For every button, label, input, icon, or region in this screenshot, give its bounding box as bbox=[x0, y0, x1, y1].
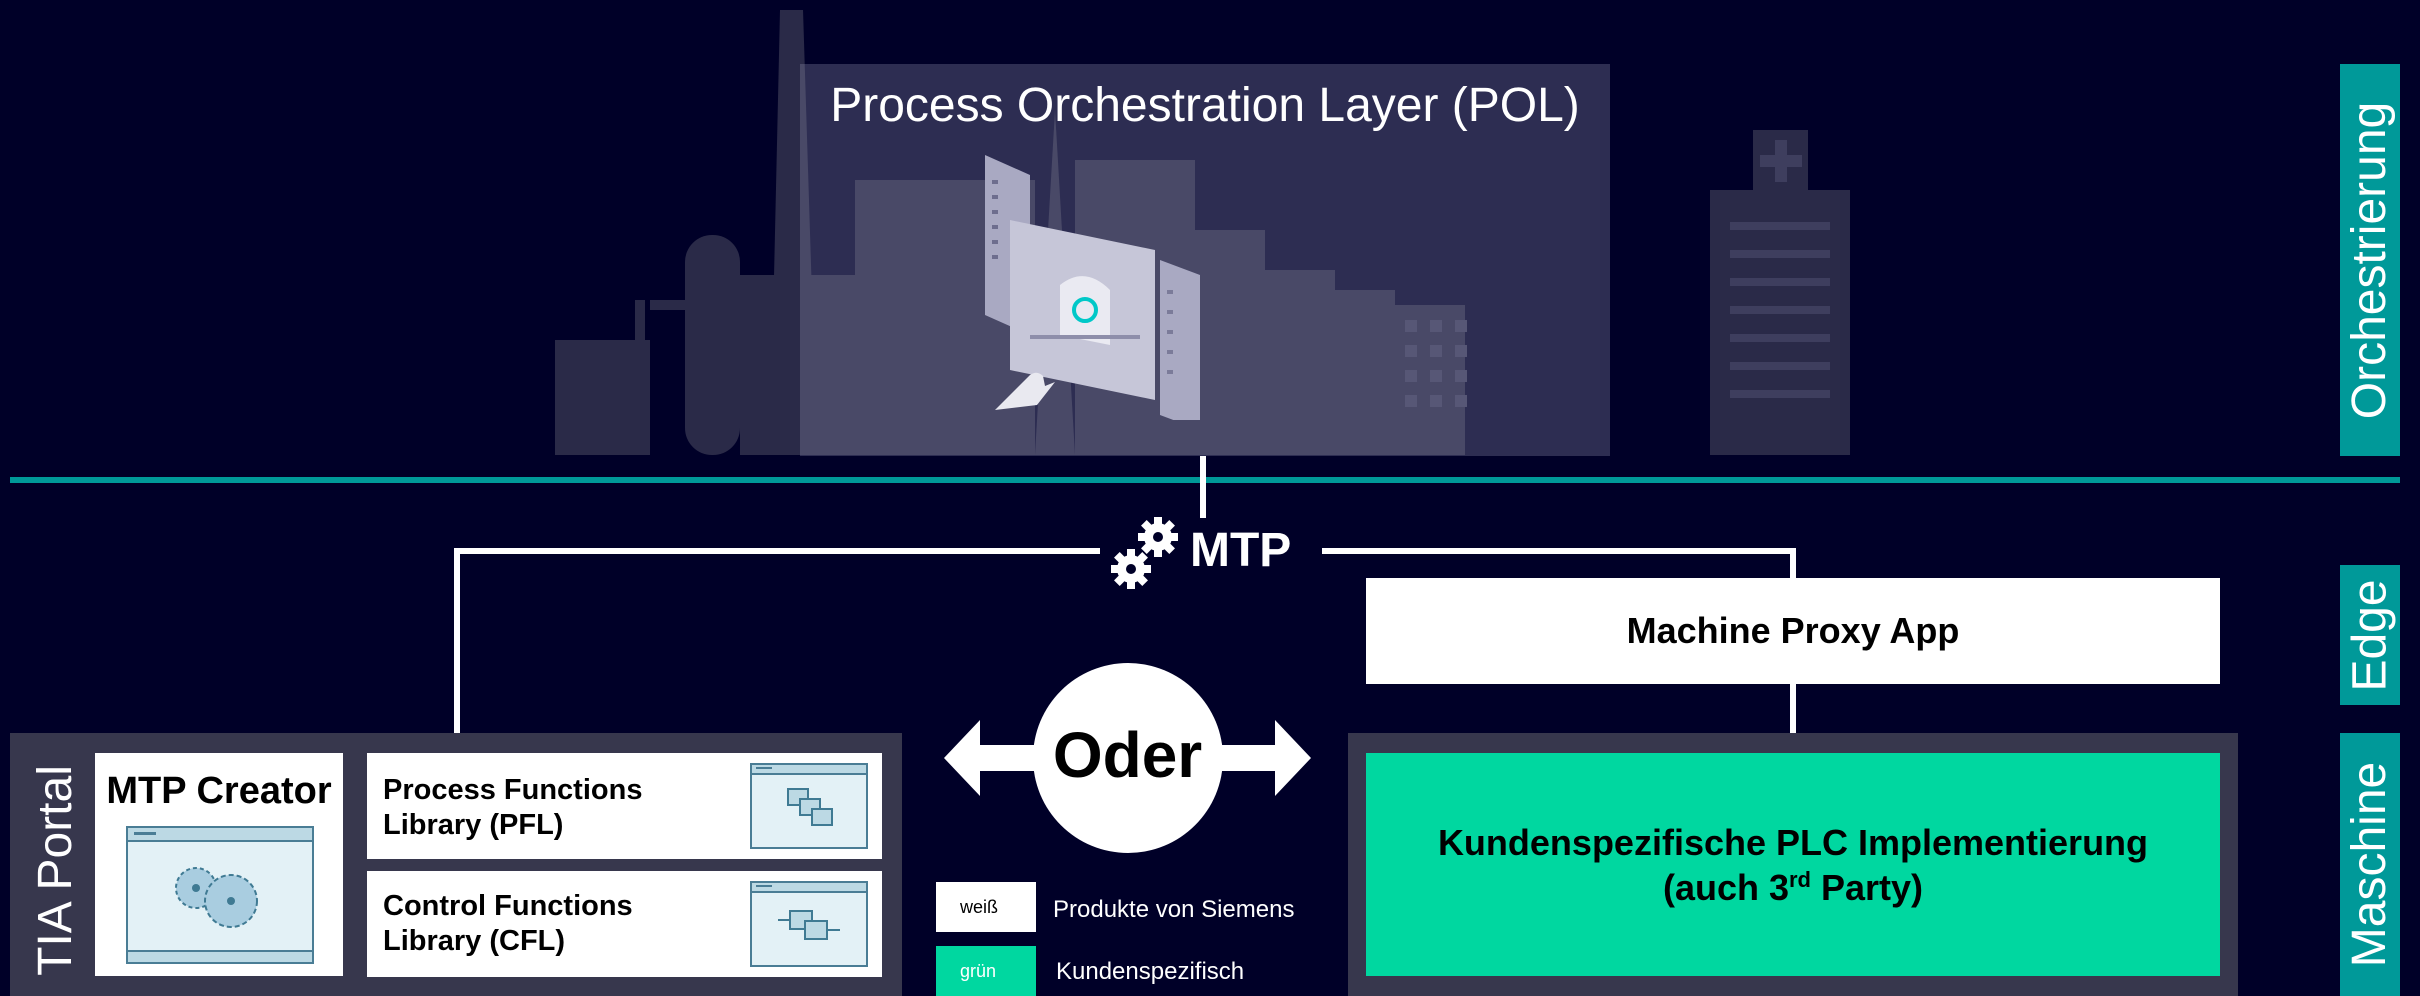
plc-implementation-box: Kundenspezifische PLC Implementierung (a… bbox=[1366, 753, 2220, 976]
legend-label-siemens: Produkte von Siemens bbox=[1053, 896, 1295, 923]
mtp-creator-title: MTP Creator bbox=[106, 770, 332, 812]
oder-label: Oder bbox=[1052, 719, 1203, 791]
legend-label-customer: Kundenspezifisch bbox=[1056, 958, 1245, 985]
machine-proxy-app-label: Machine Proxy App bbox=[1626, 610, 1960, 651]
connector-right-vertical bbox=[1790, 548, 1796, 578]
pol-title: Process Orchestration Layer (POL) bbox=[830, 79, 1580, 132]
connector-left-vertical bbox=[454, 548, 460, 733]
layer-tab-edge: Edge bbox=[2340, 565, 2400, 705]
machine-proxy-app-box: Machine Proxy App bbox=[1366, 578, 2220, 684]
layer-tab-orchestration: Orchestrierung bbox=[2340, 64, 2400, 456]
connector-pol-mtp bbox=[1200, 456, 1206, 518]
pfl-library-icon bbox=[750, 763, 868, 849]
cfl-library-icon bbox=[750, 881, 868, 967]
legend-swatch-white: weiß bbox=[936, 882, 1036, 932]
pfl-label: Process Functions Library (PFL) bbox=[383, 774, 643, 841]
oder-double-arrow bbox=[944, 663, 1311, 853]
connector-proxy-plc bbox=[1790, 684, 1796, 733]
legend-swatch-green: grün bbox=[936, 946, 1036, 996]
connector-right-horizontal bbox=[1322, 548, 1796, 554]
mtp-creator-gears-icon bbox=[126, 826, 314, 964]
pol-box bbox=[800, 64, 1610, 456]
hmi-screens-icon bbox=[985, 155, 1200, 420]
plc-line2: (auch 3rd Party) bbox=[1662, 866, 1924, 908]
tia-portal-label: TIA Portal bbox=[28, 765, 82, 976]
layer-tab-machine: Maschine bbox=[2340, 733, 2400, 996]
cfl-label: Control Functions Library (CFL) bbox=[383, 890, 633, 957]
gears-icon bbox=[1111, 517, 1178, 589]
plc-line1: Kundenspezifische PLC Implementierung bbox=[1437, 821, 2149, 863]
connector-left-horizontal bbox=[454, 548, 1100, 554]
mtp-label: MTP bbox=[1190, 524, 1292, 577]
